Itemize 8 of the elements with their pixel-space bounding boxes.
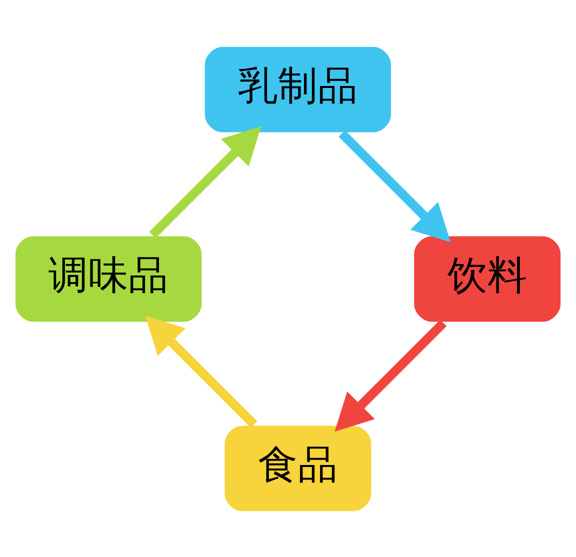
arrow xyxy=(334,319,447,432)
node-box: 食品 xyxy=(223,424,373,512)
node-box: 调味品 xyxy=(14,234,204,323)
arrow xyxy=(145,315,258,428)
node-box: 饮料 xyxy=(412,234,562,323)
arrow xyxy=(338,130,451,242)
arrow xyxy=(149,126,262,238)
node-box: 乳制品 xyxy=(203,44,393,134)
